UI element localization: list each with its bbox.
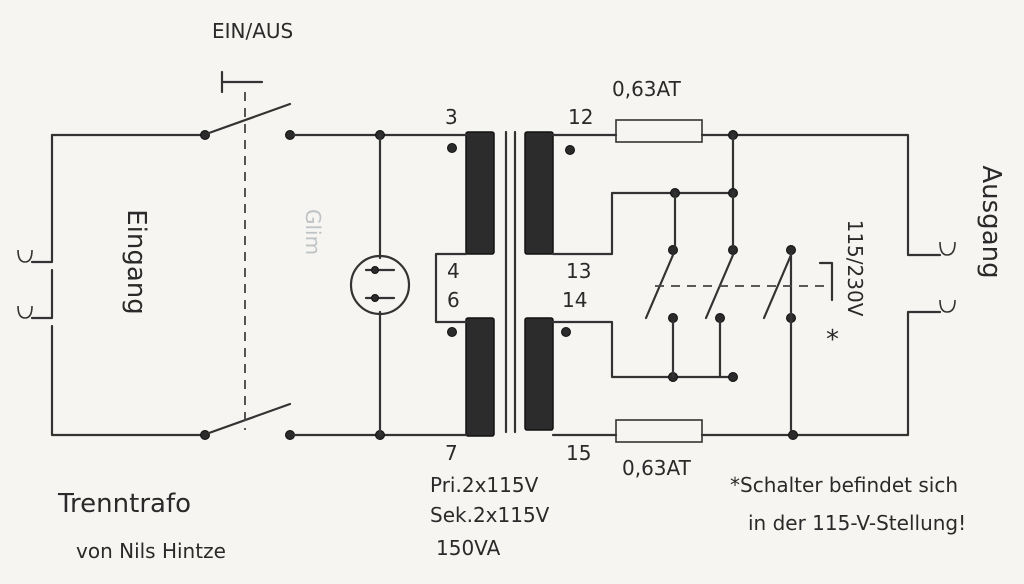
specifications: Pri.2x115V Sek.2x115V 150VA xyxy=(430,473,550,560)
pin-13: 13 xyxy=(566,259,591,283)
mains-switch: EIN/AUS xyxy=(200,19,295,440)
note-line-2: in der 115-V-Stellung! xyxy=(748,511,966,535)
output-label: Ausgang xyxy=(976,165,1006,278)
glow-lamp xyxy=(349,254,411,316)
pin-4: 4 xyxy=(447,259,460,283)
fuse-bottom xyxy=(615,419,703,443)
input-wiring xyxy=(17,133,205,437)
pin-14: 14 xyxy=(562,288,587,312)
diagram-author: von Nils Hintze xyxy=(76,539,226,563)
fuse-bottom-label: 0,63AT xyxy=(622,456,692,480)
primary-coil-bottom xyxy=(465,317,495,437)
transformer: 3 4 6 7 12 13 14 15 xyxy=(434,105,593,465)
note-line-1: *Schalter befindet sich xyxy=(730,473,958,497)
fuse-top xyxy=(615,119,703,143)
core xyxy=(504,130,517,434)
glim-label: Glim xyxy=(301,209,325,255)
voltage-selector: 115/230V * xyxy=(551,133,867,432)
secondary-wiring: 0,63AT 0,63AT xyxy=(551,77,956,480)
title-block: Trenntrafo von Nils Hintze xyxy=(57,489,226,563)
spec-primary: Pri.2x115V xyxy=(430,473,539,497)
spec-secondary: Sek.2x115V xyxy=(430,503,550,527)
footnote: *Schalter befindet sich in der 115-V-Ste… xyxy=(730,473,966,535)
primary-coil-top xyxy=(465,131,495,255)
spec-power: 150VA xyxy=(436,536,501,560)
pin-3: 3 xyxy=(445,105,458,129)
secondary-coil-bottom xyxy=(524,317,554,431)
pin-12: 12 xyxy=(568,105,593,129)
primary-wiring: Glim xyxy=(292,130,450,440)
asterisk-mark: * xyxy=(826,325,839,355)
pin-7: 7 xyxy=(445,441,458,465)
pin-15: 15 xyxy=(566,441,591,465)
switch-label: EIN/AUS xyxy=(212,19,293,43)
pin-6: 6 xyxy=(447,288,460,312)
diagram-title: Trenntrafo xyxy=(57,489,191,519)
voltage-switch-label: 115/230V xyxy=(843,220,867,317)
secondary-coil-top xyxy=(524,131,554,255)
input-label: Eingang xyxy=(121,209,151,315)
fuse-top-label: 0,63AT xyxy=(612,77,682,101)
